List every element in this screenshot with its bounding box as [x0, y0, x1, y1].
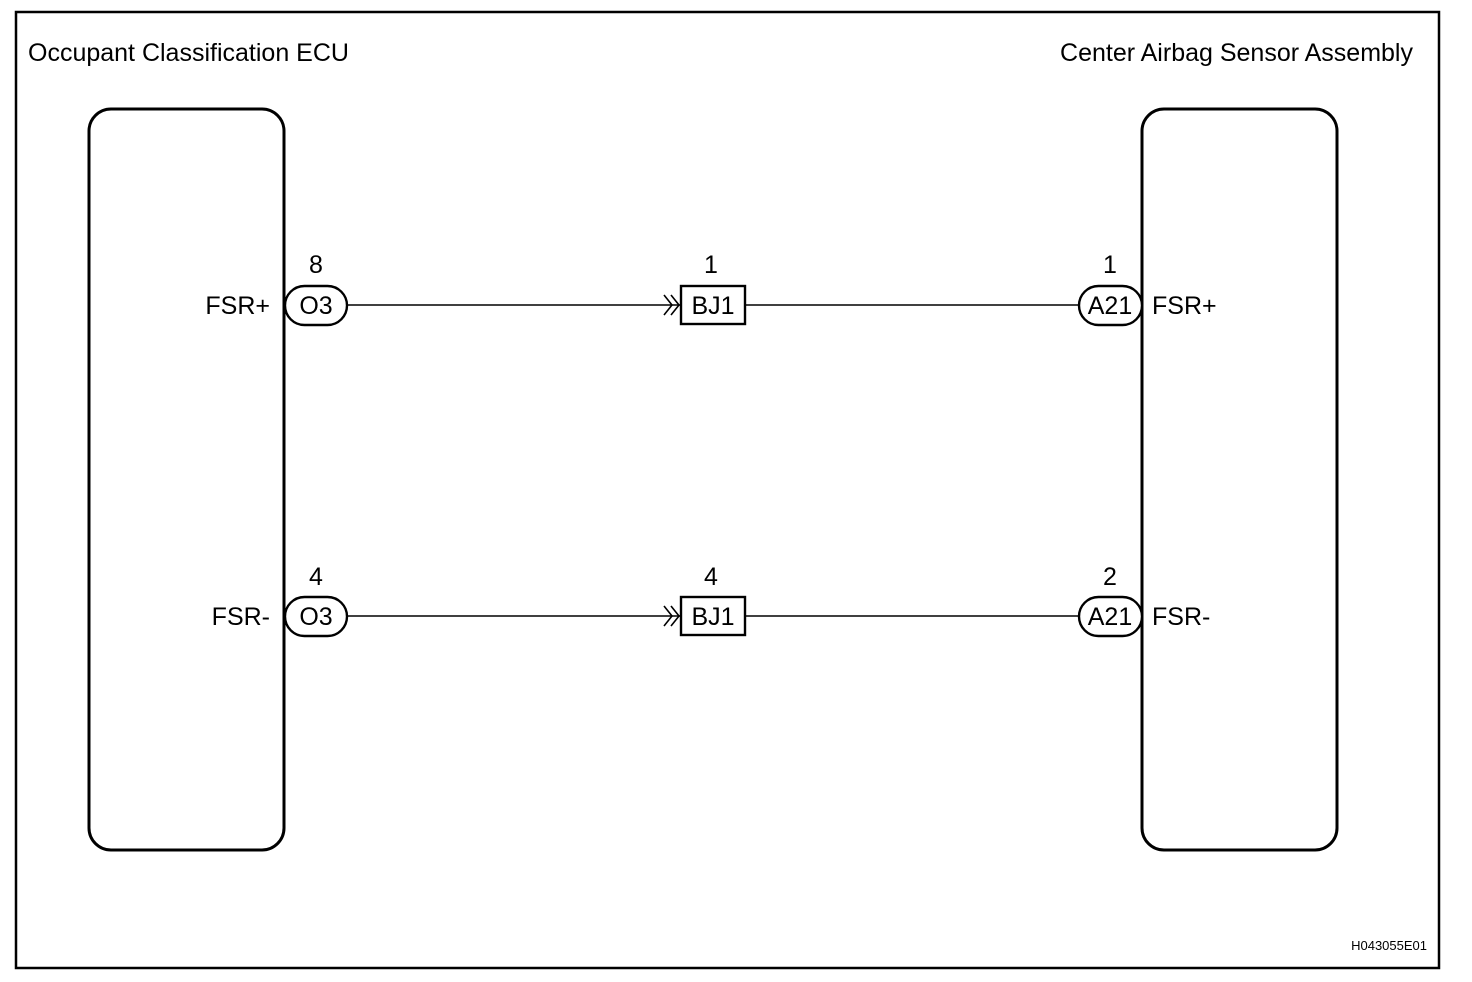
pin-number: 1	[704, 251, 718, 279]
connector-bj1	[679, 284, 747, 326]
diagram-frame	[14, 10, 1441, 970]
connector-a21	[1077, 595, 1144, 638]
signal-label: FSR+	[1152, 292, 1217, 320]
connector-label: BJ1	[691, 292, 734, 320]
pin-number: 2	[1103, 563, 1117, 591]
connector-label: O3	[299, 603, 332, 631]
center-airbag-sensor-block	[1140, 107, 1339, 852]
occupant-classification-ecu-block	[87, 107, 286, 852]
figure-code: H043055E01	[1351, 938, 1427, 953]
connector-o3	[283, 595, 349, 638]
connector-o3	[283, 284, 349, 327]
wire-fsr-plus: O3 8 FSR+ BJ1 1 A21 1 FSR+	[205, 251, 1217, 327]
connector-label: A21	[1088, 292, 1132, 320]
pin-number: 4	[309, 563, 323, 591]
connector-label: BJ1	[691, 603, 734, 631]
wire-fsr-minus: O3 4 FSR- BJ1 4 A21 2 FSR-	[212, 563, 1210, 638]
pin-number: 8	[309, 251, 323, 279]
connector-arrow-icon	[663, 605, 681, 627]
pin-number: 4	[704, 563, 718, 591]
signal-label: FSR+	[205, 292, 270, 320]
right-component-title: Center Airbag Sensor Assembly	[1060, 39, 1413, 67]
signal-label: FSR-	[1152, 603, 1210, 631]
connector-arrow-icon	[663, 294, 681, 316]
connector-label: O3	[299, 292, 332, 320]
connector-a21	[1077, 284, 1144, 327]
pin-number: 1	[1103, 251, 1117, 279]
signal-label: FSR-	[212, 603, 270, 631]
connector-label: A21	[1088, 603, 1132, 631]
left-component-title: Occupant Classification ECU	[28, 39, 349, 67]
connector-bj1	[679, 595, 747, 637]
